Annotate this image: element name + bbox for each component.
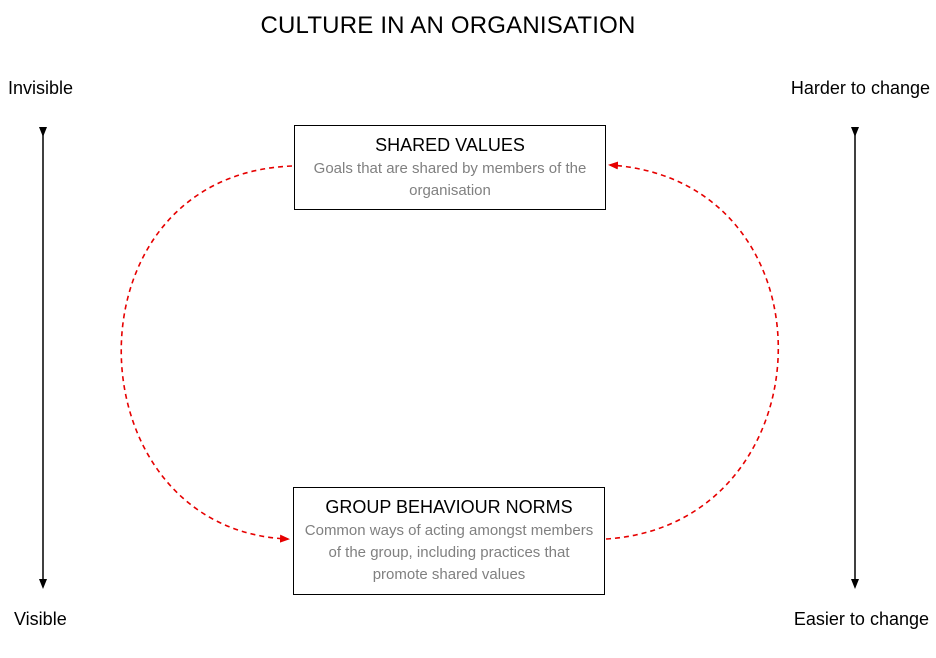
norms-to-values-arrow [605,161,780,540]
shared-values-description: Goals that are shared by members of the … [313,160,587,199]
group-norms-title: GROUP BEHAVIOUR NORMS [325,497,573,517]
shared-values-box: SHARED VALUES Goals that are shared by m… [294,125,606,210]
right-axis-bottom-label: Easier to change [793,609,929,629]
right-axis-top-label: Harder to change [790,78,930,98]
diagram-title: CULTURE IN AN ORGANISATION [260,12,636,39]
left-axis-top-label: Invisible [8,78,74,98]
left-axis-bottom-label: Visible [14,609,67,629]
values-to-norms-arrow [120,165,293,543]
group-norms-description: Common ways of acting amongst members of… [304,522,594,583]
group-norms-box: GROUP BEHAVIOUR NORMS Common ways of act… [293,487,605,595]
shared-values-title: SHARED VALUES [375,135,525,155]
